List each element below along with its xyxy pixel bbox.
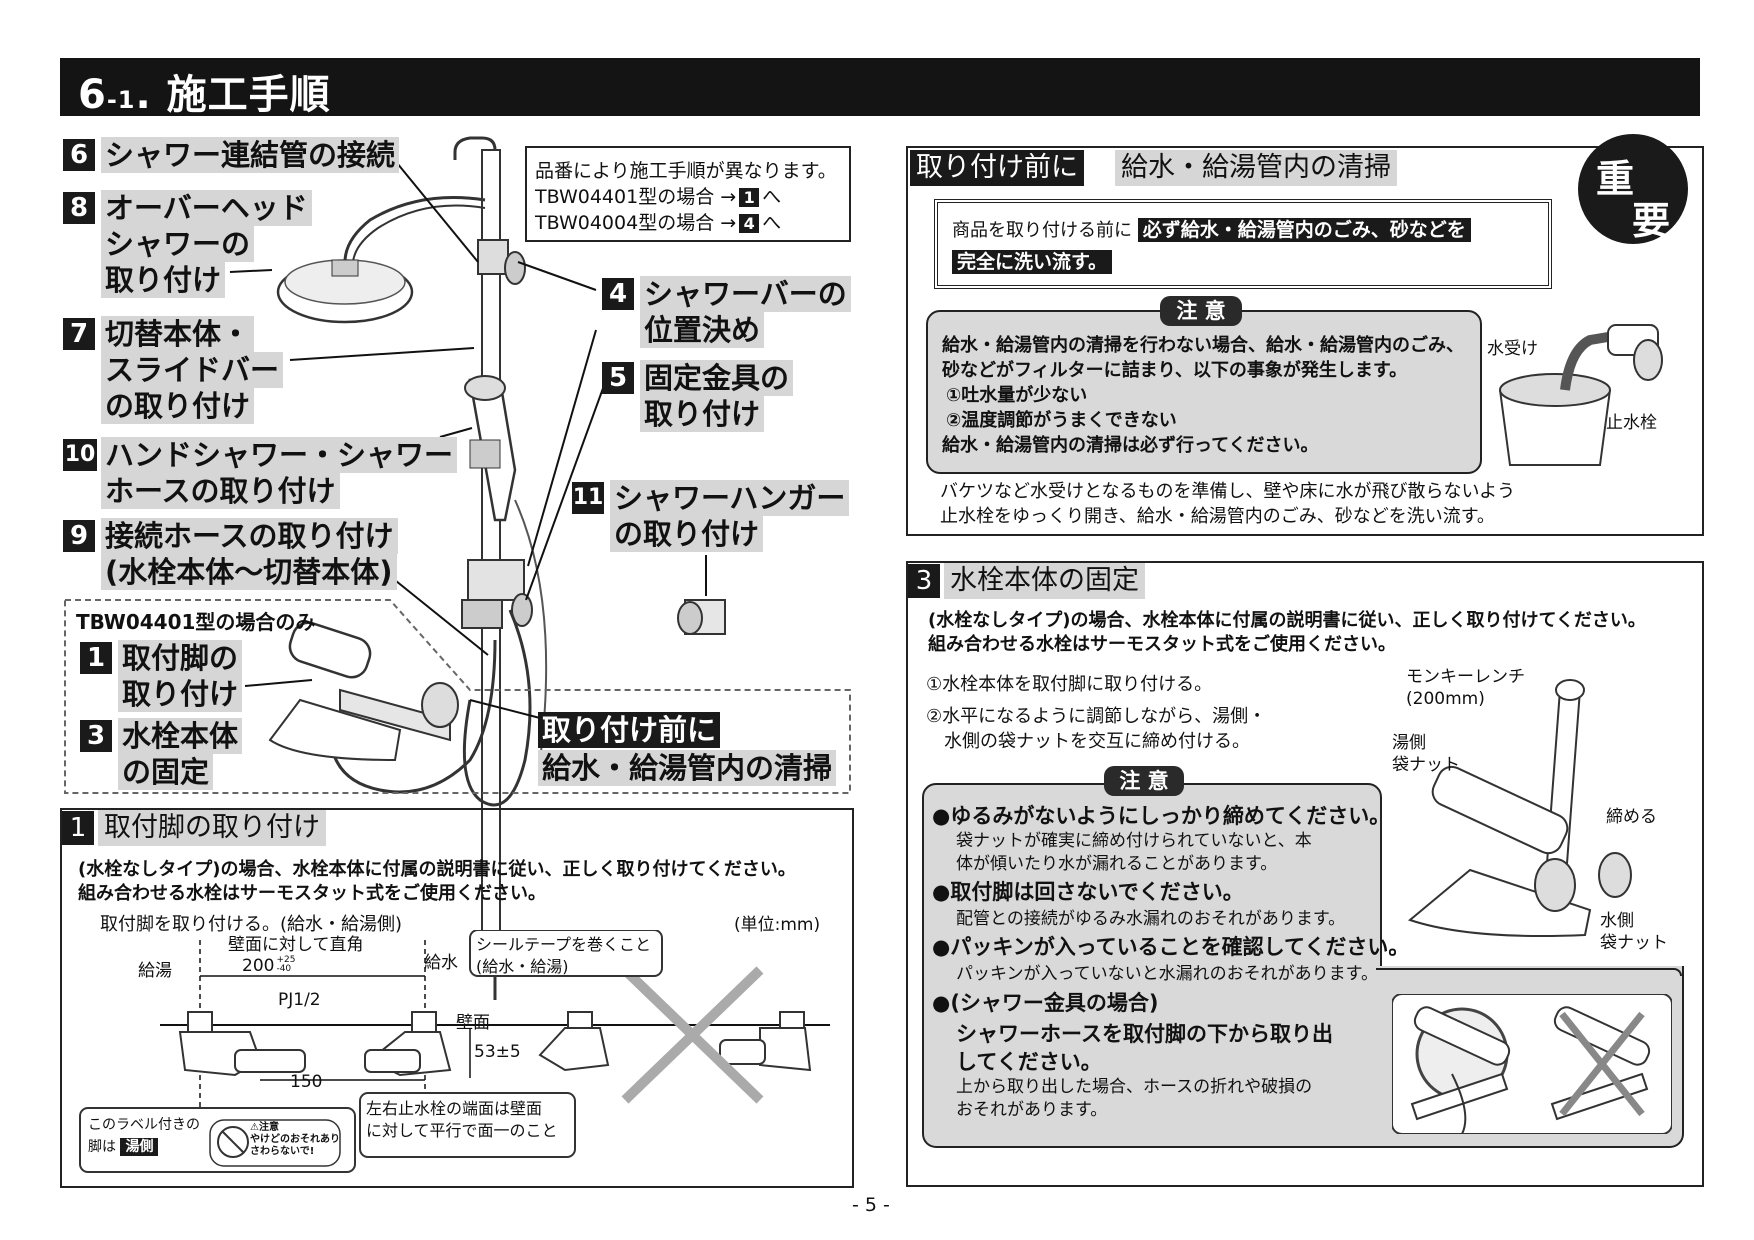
seal-tape-note: シールテープを巻くこと(給水・給湯) — [476, 935, 652, 976]
section-2 — [906, 146, 1704, 536]
section-2-caution-title: 注 意 — [1160, 296, 1242, 326]
step-label-5: 5 固定金具の 取り付け — [602, 360, 852, 434]
important-message: 商品を取り付ける前に 必ず給水・給湯管内のごみ、砂などを 完全に洗い流す。 — [934, 199, 1552, 289]
step-label-9: 9 接続ホースの取り付け (水栓本体〜切替本体) — [63, 518, 403, 592]
step-label-2: 取り付け前に 2 給水・給湯管内の清掃 — [538, 712, 848, 786]
stop-valve-label: 止水栓 — [1606, 413, 1657, 433]
dim-150: 150 — [290, 1072, 323, 1092]
section-3 — [906, 561, 1704, 1187]
section-1-step: 取付脚を取り付ける。(給水・給湯側) — [100, 914, 403, 935]
unit-label: (単位:mm) — [734, 915, 821, 935]
section-1 — [60, 808, 854, 1188]
wrench-label: モンキーレンチ(200mm) — [1406, 667, 1525, 709]
step-label-7: 7 切替本体・ スライドバー の取り付け — [63, 316, 323, 426]
section-2-caution — [926, 310, 1482, 474]
step-label-4: 4 シャワーバーの 位置決め — [602, 276, 852, 350]
cold-nut-label: 水側袋ナット — [1600, 911, 1668, 953]
section-3-caution-title: 注 意 — [1104, 766, 1184, 796]
section-3-caution — [922, 783, 1382, 972]
hose-routing-illustration — [1392, 994, 1672, 1134]
step-label-10: 10 ハンドシャワー・シャワー ホースの取り付け — [63, 437, 463, 511]
leg-dimension-diagram — [79, 930, 830, 1173]
hot-nut-label: 湯側袋ナット — [1392, 733, 1460, 775]
step-label-8: 8 オーバーヘッド シャワーの 取り付け — [63, 190, 323, 300]
wrench-illustration — [1407, 679, 1632, 937]
hot-label: 給湯 — [138, 961, 172, 981]
hot-side-label-note: このラベル付きの脚は 湯側 — [88, 1117, 200, 1156]
page-number: - 5 - — [852, 1194, 890, 1216]
step-label-1: 1 取付脚の 取り付け — [80, 640, 280, 714]
step-label-3: 3 水栓本体 の固定 — [80, 718, 280, 792]
page-title: 6-1. 施工手順 — [78, 72, 331, 118]
section-2-instruction: バケツなど水受けとなるものを準備し、壁や床に水が飛び散らないよう止水栓をゆっくり… — [940, 481, 1516, 527]
dim-200: 200+25-40 — [242, 955, 296, 977]
important-badge: 重 要 — [1578, 134, 1688, 244]
dim-53: 53±5 — [474, 1042, 521, 1062]
bucket-label: 水受け — [1487, 339, 1538, 359]
model-only-note: TBW04401型の場合のみ — [76, 610, 316, 634]
cold-label: 給水 — [424, 953, 458, 973]
step-label-11: 11 シャワーハンガー の取り付け — [572, 480, 852, 554]
page-header: 6-1. 施工手順 — [60, 58, 1700, 118]
wall-label: 壁面 — [456, 1013, 490, 1033]
section-1-note: (水栓なしタイプ)の場合、水栓本体に付属の説明書に従い、正しく取り付けてください… — [78, 859, 796, 904]
flush-note: 左右止水栓の端面は壁面に対して平行で面一のこと — [366, 1099, 558, 1140]
section-2-caution-text: 給水・給湯管内の清掃を行わない場合、給水・給湯管内のごみ、砂などがフィルターに詰… — [942, 335, 1464, 456]
bucket-illustration — [1499, 324, 1663, 466]
section-3-step-1: ①水栓本体を取付脚に取り付ける。 — [926, 674, 1213, 695]
section-3-note: (水栓なしタイプ)の場合、水栓本体に付属の説明書に従い、正しく取り付けてください… — [928, 610, 1646, 655]
pj-label: PJ1/2 — [278, 990, 321, 1010]
section-3-caution-text: ●ゆるみがないようにしっかり締めてください。 袋ナットが確実に締め付けられていな… — [932, 804, 1410, 1120]
dim-wall-right: 壁面に対して直角 — [228, 935, 364, 955]
section-3-step-2: ②水平になるように調節しながら、湯側・水側の袋ナットを交互に締め付ける。 — [926, 706, 1267, 752]
burn-caution: ⚠注意やけどのおそれありさわらないで! — [250, 1122, 340, 1157]
caution-corner — [1376, 968, 1682, 976]
tighten-label: 締める — [1606, 807, 1657, 827]
